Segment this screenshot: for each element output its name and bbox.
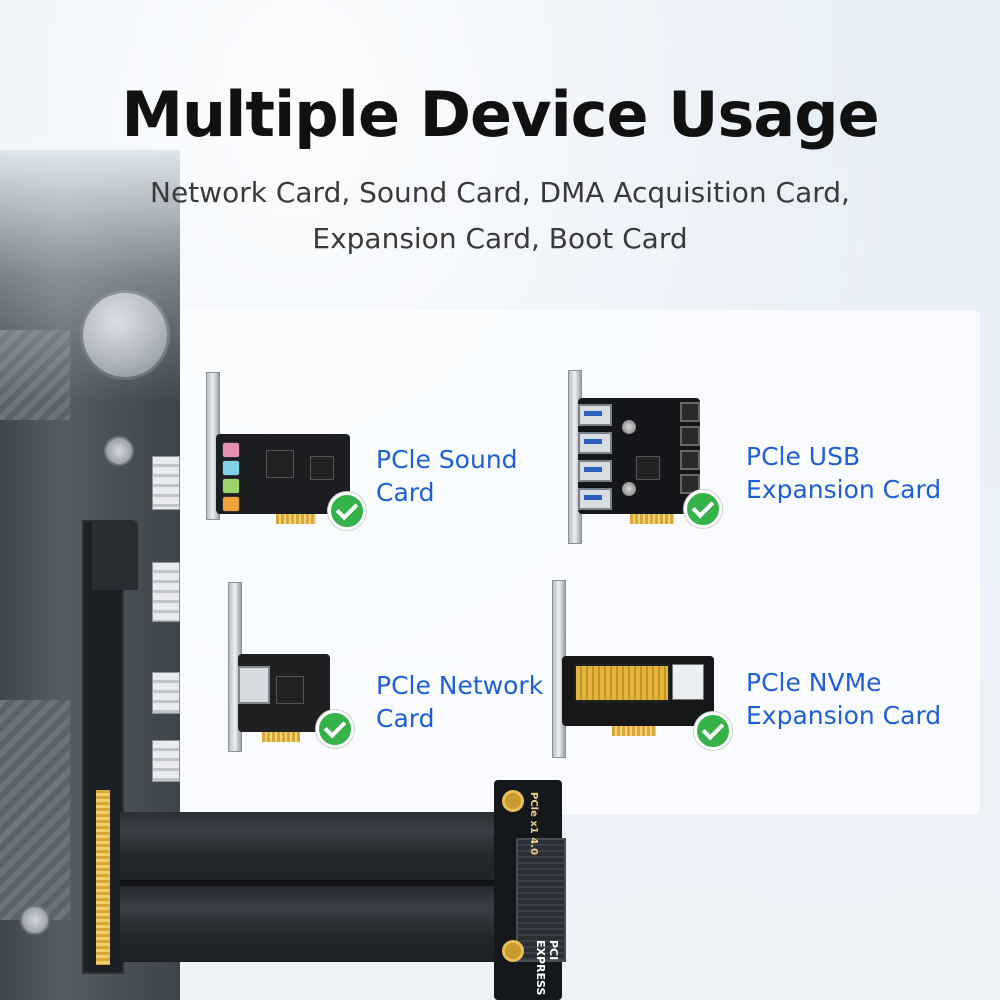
usb-card-label: PCle USB Expansion Card — [746, 440, 976, 506]
usb-card-label-line1: PCle USB — [746, 442, 861, 471]
card-gold-edge — [262, 732, 300, 742]
card-gold-edge — [630, 514, 674, 524]
riser-cable — [120, 812, 500, 962]
page-title: Multiple Device Usage — [121, 78, 879, 151]
capacitor — [622, 482, 636, 496]
usb-port — [578, 488, 612, 510]
sound-card-label-line1: PCle Sound — [376, 445, 518, 474]
riser-cable-gap — [120, 880, 500, 886]
m2-latch — [672, 664, 704, 700]
inductor-coil — [680, 402, 700, 422]
usb-chip — [636, 456, 660, 480]
riser-connector — [516, 838, 566, 962]
sound-chip — [310, 456, 334, 480]
nvme-card-label-line1: PCle NVMe — [746, 668, 882, 697]
sound-card-label-line2: Card — [376, 478, 435, 507]
card-gold-edge — [276, 514, 316, 524]
inductor-coil — [680, 450, 700, 470]
nvme-card-label-line2: Expansion Card — [746, 701, 942, 730]
network-card-label: PCle Network Card — [376, 669, 596, 735]
check-icon — [684, 490, 722, 528]
usb-port — [578, 432, 612, 454]
audio-jack — [222, 478, 240, 494]
riser-mount-hole — [502, 940, 524, 962]
riser-label-bottom: PCI EXPRESS — [534, 940, 560, 996]
usb-port — [578, 460, 612, 482]
check-icon — [694, 712, 732, 750]
riser-mount-hole — [502, 790, 524, 812]
capacitor — [622, 420, 636, 434]
audio-jack — [222, 496, 240, 512]
check-icon — [316, 710, 354, 748]
usb-port — [578, 404, 612, 426]
sound-chip — [266, 450, 294, 478]
audio-jack — [222, 460, 240, 476]
card-gold-edge — [612, 726, 656, 736]
riser-label-top: PCle x1 4.0 — [528, 792, 539, 855]
inductor-coil — [680, 474, 700, 494]
m2-slot — [574, 664, 670, 702]
ethernet-port — [238, 666, 270, 704]
usb-card-label-line2: Expansion Card — [746, 475, 942, 504]
network-card-label-line2: Card — [376, 704, 435, 733]
network-card-label-line1: PCle Network — [376, 671, 544, 700]
sound-card-label: PCle Sound Card — [376, 443, 596, 509]
subtitle-line-1: Network Card, Sound Card, DMA Acquisitio… — [150, 176, 850, 209]
check-icon — [328, 492, 366, 530]
subtitle-line-2: Expansion Card, Boot Card — [312, 222, 688, 255]
nvme-card-label: PCle NVMe Expansion Card — [746, 666, 976, 732]
inductor-coil — [680, 426, 700, 446]
network-chip — [276, 676, 304, 704]
audio-jack — [222, 442, 240, 458]
